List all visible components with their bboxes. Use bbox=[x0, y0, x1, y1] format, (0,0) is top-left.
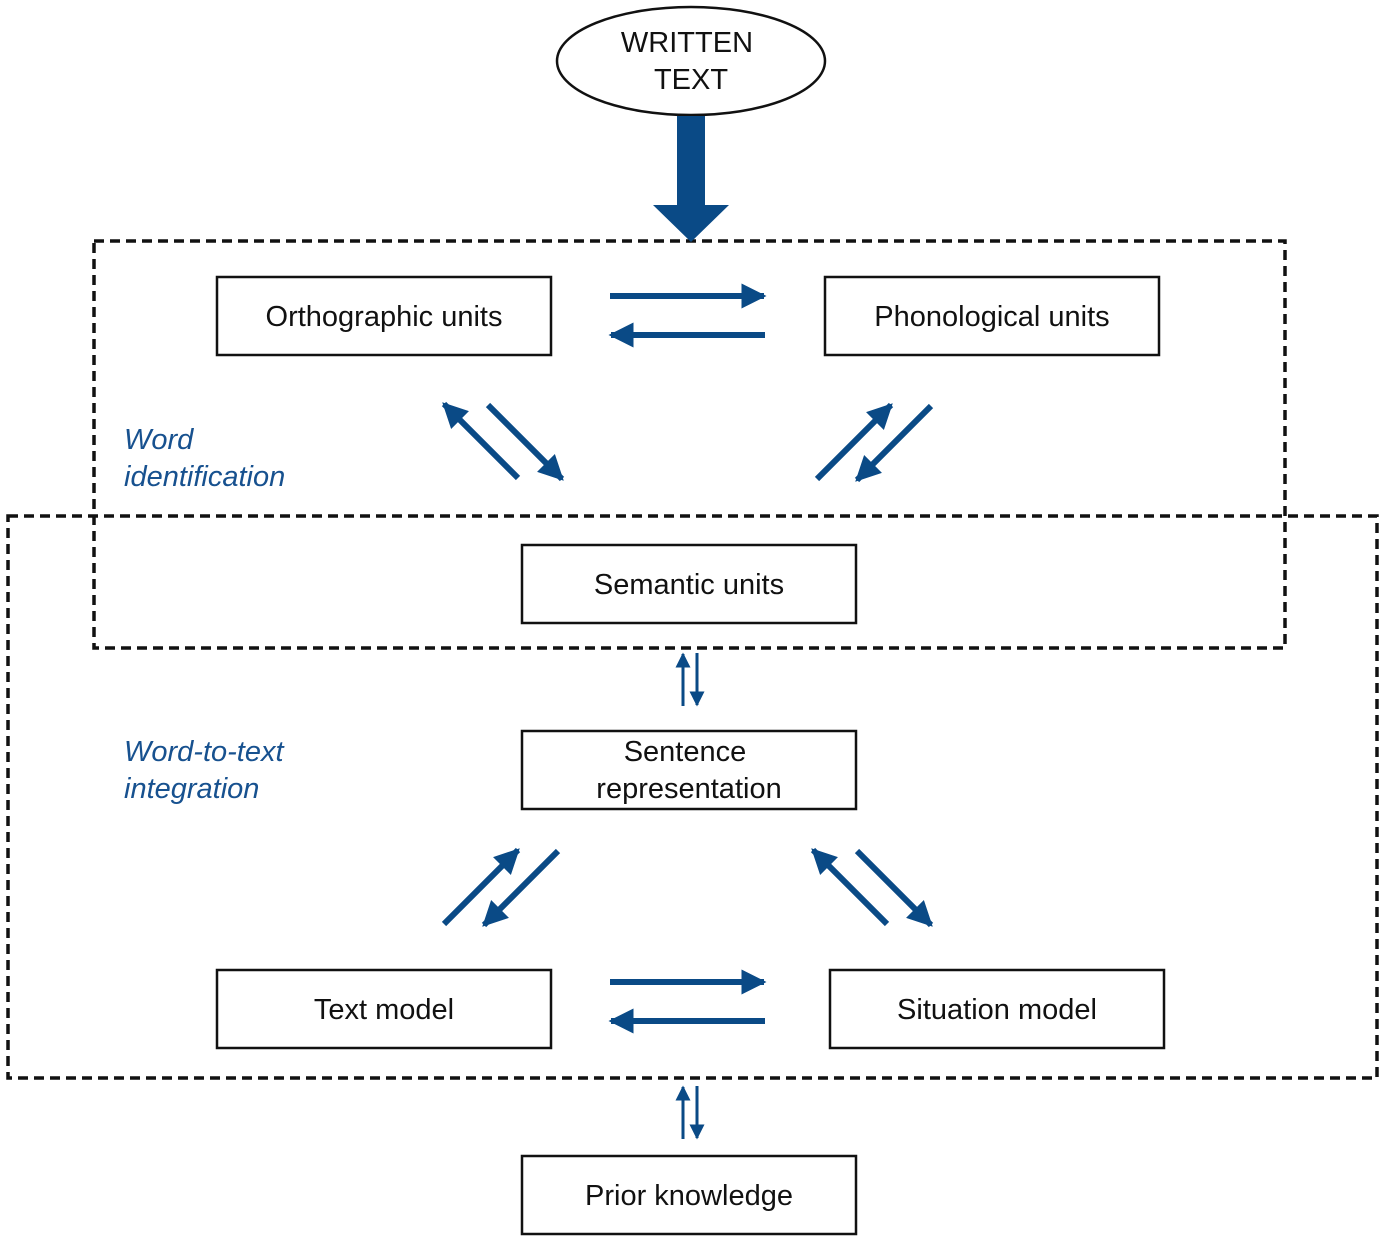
situation-model-label: Situation model bbox=[897, 994, 1097, 1026]
prior-knowledge-label: Prior knowledge bbox=[585, 1180, 793, 1212]
word-to-text-line-1: Word-to-text bbox=[124, 736, 285, 768]
semantic-units-box bbox=[520, 543, 858, 625]
prior-knowledge-box bbox=[520, 1154, 858, 1236]
semantic-to-orthographic-arrow bbox=[441, 401, 521, 481]
text-model-box bbox=[215, 968, 553, 1050]
sentence-representation-line-2: representation bbox=[596, 773, 781, 805]
written-text-line-2: TEXT bbox=[654, 64, 728, 96]
written-text-input-arrow bbox=[653, 116, 729, 242]
phonological-to-semantic-arrow bbox=[854, 403, 934, 483]
orthographic-to-semantic-arrow bbox=[485, 402, 565, 482]
word-to-text-line-2: integration bbox=[124, 773, 259, 805]
situation-model-box bbox=[828, 968, 1166, 1050]
semantic-units-label: Semantic units bbox=[594, 569, 784, 601]
orthographic-units-box bbox=[215, 275, 553, 357]
situation-model-to-sentence-arrow bbox=[810, 847, 890, 927]
sentence-representation-line-1: Sentence bbox=[624, 736, 747, 768]
sentence-to-situation-model-arrow bbox=[854, 848, 934, 928]
word-to-text-integration-region bbox=[6, 514, 1379, 1080]
sentence-representation-box bbox=[520, 729, 858, 811]
word-identification-line-1: Word bbox=[124, 424, 194, 456]
semantic-to-phonological-arrow bbox=[814, 402, 894, 482]
word-identification-line-2: identification bbox=[124, 461, 285, 493]
phonological-units-label: Phonological units bbox=[874, 301, 1109, 333]
written-text-label: WRITTEN TEXT bbox=[621, 27, 761, 96]
word-to-text-integration-label: Word-to-text integration bbox=[124, 736, 292, 805]
phonological-units-box bbox=[823, 275, 1161, 357]
sentence-representation-label: Sentence representation bbox=[596, 736, 781, 805]
text-model-to-sentence-arrow bbox=[441, 847, 521, 927]
written-text-node bbox=[555, 5, 827, 117]
word-identification-label: Word identification bbox=[124, 424, 285, 493]
sentence-to-text-model-arrow bbox=[481, 848, 561, 928]
written-text-line-1: WRITTEN bbox=[621, 27, 753, 59]
word-identification-region bbox=[92, 239, 1287, 650]
text-model-label: Text model bbox=[314, 994, 454, 1026]
orthographic-units-label: Orthographic units bbox=[266, 301, 503, 333]
